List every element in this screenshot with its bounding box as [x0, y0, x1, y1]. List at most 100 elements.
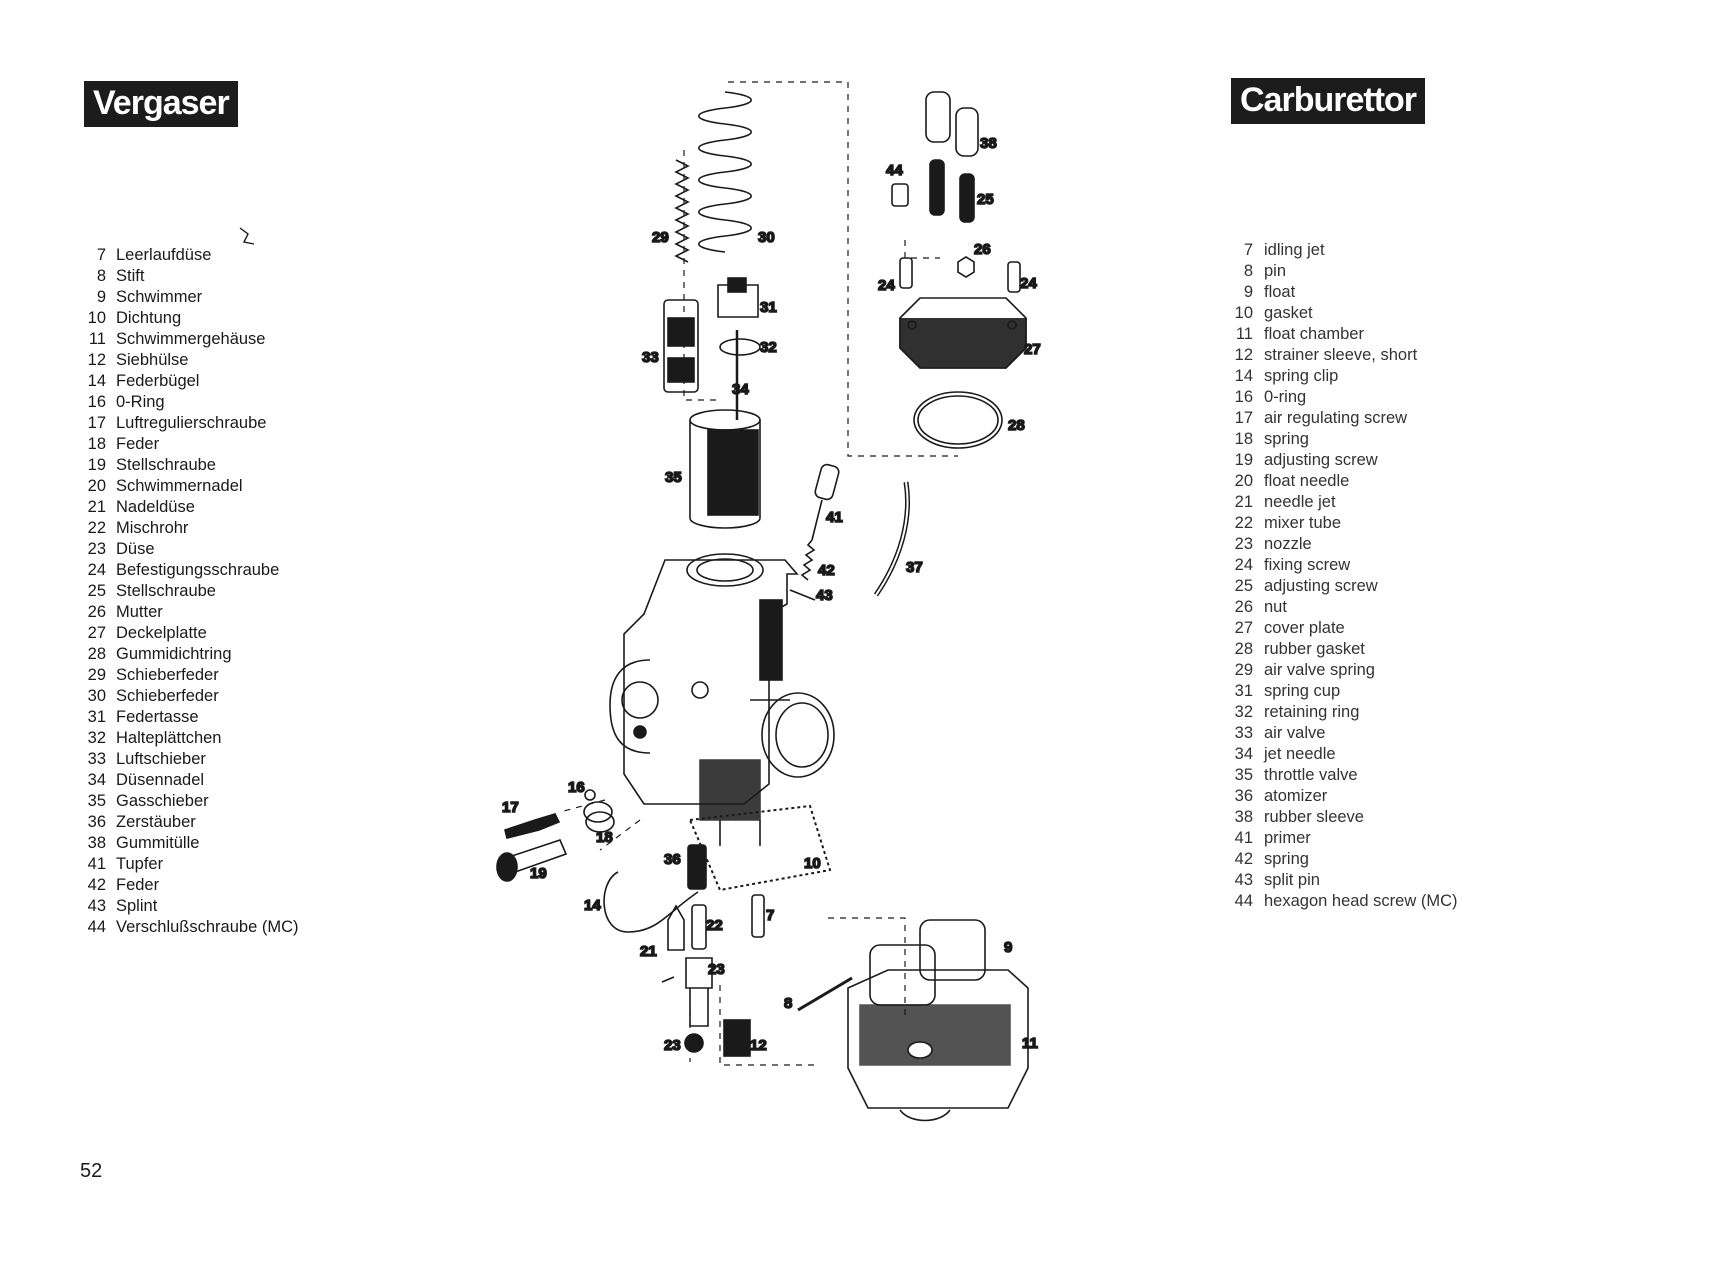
part-number: 32 — [87, 729, 106, 747]
part-number: 33 — [87, 750, 106, 768]
part-name-en: air valve — [1264, 724, 1326, 742]
callout-28: 28 — [1008, 417, 1025, 434]
page-number: 52 — [80, 1160, 103, 1182]
part-number: 9 — [1243, 283, 1253, 301]
part-number: 36 — [1234, 787, 1253, 805]
callout-30: 30 — [758, 229, 775, 246]
part-name-de: Feder — [116, 876, 160, 894]
part-number: 42 — [87, 876, 106, 894]
part-name-de: Düse — [116, 540, 155, 558]
part-number: 24 — [87, 561, 106, 579]
part-number: 22 — [87, 519, 106, 537]
diagram-callouts: 29 30 31 32 33 34 35 41 42 43 37 38 44 2… — [501, 134, 1041, 1055]
part-name-en: float needle — [1264, 472, 1350, 490]
part-number: 12 — [87, 351, 106, 369]
part-row-de: 36 Zerstäuber — [84, 812, 196, 833]
callout-23: 23 — [664, 1037, 681, 1054]
part-name-de: Zerstäuber — [116, 813, 196, 831]
part-name-en: spring cup — [1264, 682, 1341, 700]
part-name-en: spring clip — [1264, 367, 1339, 385]
part-number: 25 — [1234, 577, 1253, 595]
part-name-de: Gasschieber — [116, 792, 209, 810]
callout-24-right: 24 — [1020, 275, 1037, 292]
part-number: 29 — [1234, 661, 1253, 679]
callout-21: 22 — [706, 917, 723, 934]
part-name-en: rubber sleeve — [1264, 808, 1364, 826]
part-number: 16 — [87, 393, 106, 411]
part-name-en: spring — [1264, 850, 1309, 868]
part-name-en: cover plate — [1264, 619, 1345, 637]
part-name-en: gasket — [1264, 304, 1313, 322]
part-number: 33 — [1234, 724, 1253, 742]
part-name-de: Dichtung — [116, 309, 182, 327]
callout-29: 29 — [652, 229, 669, 246]
callout-34: 34 — [732, 381, 749, 398]
part-number: 31 — [87, 708, 106, 726]
part-name-de: Luftregulierschraube — [116, 414, 267, 432]
part-number: 17 — [1234, 409, 1253, 427]
part-name-en: float chamber — [1264, 325, 1364, 343]
part-name-de: Federbügel — [116, 372, 200, 390]
callout-35: 35 — [665, 469, 682, 486]
part-name-en: hexagon head screw (MC) — [1264, 892, 1458, 910]
part-row-de: 34 Düsennadel — [84, 770, 204, 791]
part-number: 20 — [1234, 472, 1253, 490]
part-row-en: 20 float needle — [1231, 471, 1350, 492]
spring-30 — [698, 91, 752, 253]
callout-33: 33 — [642, 349, 659, 366]
part-name-de: Nadeldüse — [116, 498, 195, 516]
part-name-de: Stellschraube — [116, 582, 216, 600]
part-name-de: Siebhülse — [116, 351, 189, 369]
title-german: Vergaser — [84, 81, 238, 127]
part-number: 19 — [1234, 451, 1253, 469]
part-name-de: Düsennadel — [116, 771, 205, 789]
callout-10: 10 — [804, 855, 821, 872]
part-number: 21 — [1234, 493, 1253, 511]
part-name-de: Mischrohr — [116, 519, 189, 537]
callout-17: 17 — [502, 799, 519, 816]
callout-43: 43 — [816, 587, 833, 604]
callout-20: 21 — [640, 943, 657, 960]
part-number: 36 — [87, 813, 106, 831]
callout-25: 25 — [977, 191, 994, 208]
callout-37: 37 — [906, 559, 923, 576]
part-name-de: Gummidichtring — [116, 645, 232, 663]
part-number: 34 — [87, 771, 106, 789]
carburettor-body — [609, 553, 835, 846]
part-name-de: Halteplättchen — [116, 729, 222, 747]
part-number: 35 — [87, 792, 106, 810]
part-number: 43 — [1234, 871, 1253, 889]
part-number: 30 — [87, 687, 106, 705]
callout-22: 23 — [708, 961, 725, 978]
callout-14: 14 — [584, 897, 601, 914]
callout-27: 27 — [1024, 341, 1041, 358]
part-name-de: 0-Ring — [116, 393, 165, 411]
part-row-en: 33 air valve — [1231, 723, 1326, 744]
